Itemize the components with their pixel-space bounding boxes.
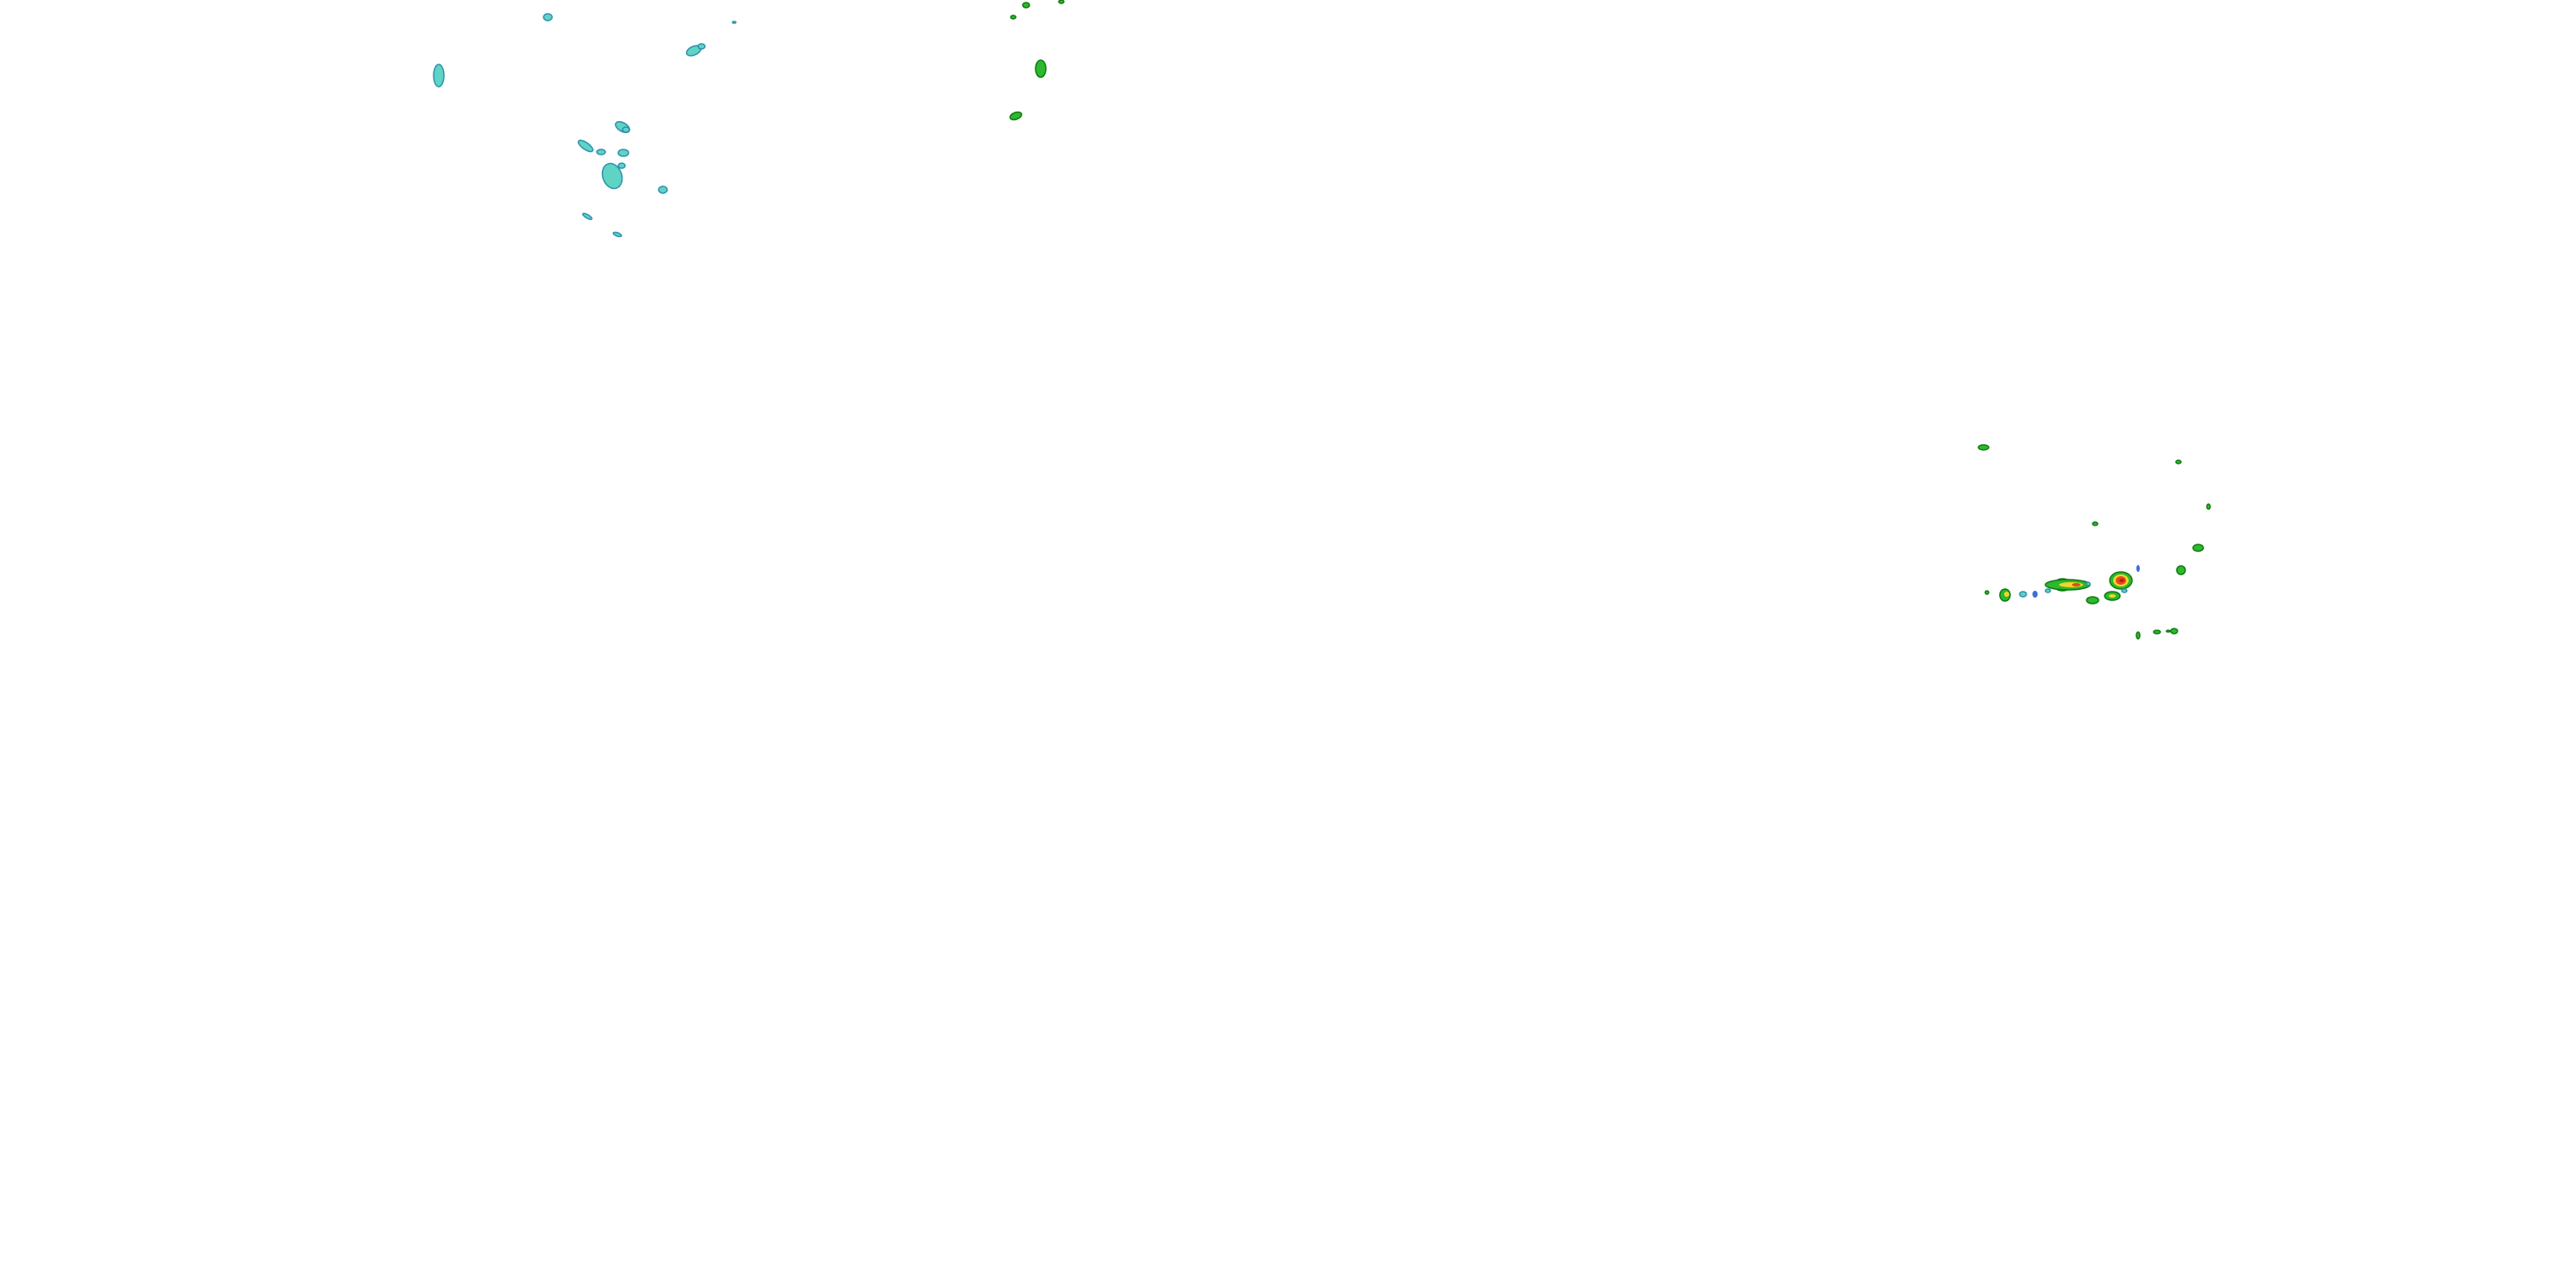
radar-echo — [622, 126, 630, 133]
radar-echo — [1010, 15, 1017, 20]
radar-echo — [2086, 581, 2091, 586]
radar-echo — [2092, 521, 2099, 526]
radar-echo — [732, 21, 737, 24]
radar-echo — [2044, 588, 2051, 593]
radar-echo — [1009, 111, 1023, 121]
radar-echo — [2206, 503, 2211, 510]
radar-echo — [1978, 444, 1990, 451]
radar-echo — [617, 162, 626, 169]
radar-echo — [577, 139, 594, 153]
echo-cluster-north-central — [1009, 0, 1065, 121]
radar-echo — [1022, 2, 1030, 9]
radar-echo — [433, 64, 445, 88]
radar-echo — [2109, 594, 2116, 598]
radar-echo — [2119, 579, 2124, 582]
echo-cluster-northwest — [433, 13, 737, 238]
radar-echo — [1984, 590, 1990, 595]
radar-echo — [2136, 631, 2141, 640]
radar-echo — [601, 162, 623, 190]
radar-echo — [1058, 0, 1065, 4]
radar-echo — [2153, 629, 2161, 635]
radar-echo — [2136, 565, 2140, 572]
radar-echo — [2086, 596, 2099, 605]
radar-echo — [2004, 592, 2009, 597]
radar-echo — [2175, 459, 2182, 465]
radar-echo — [2019, 591, 2027, 598]
radar-echo — [2176, 565, 2186, 575]
radar-echo — [543, 13, 553, 21]
radar-echo — [612, 231, 623, 238]
radar-echo — [617, 149, 629, 157]
radar-echo — [581, 212, 593, 221]
echo-cluster-east-band — [1978, 444, 2211, 640]
radar-echo — [697, 43, 706, 50]
radar-echo — [596, 149, 606, 155]
radar-echo — [2072, 583, 2081, 586]
radar-echo — [2121, 588, 2128, 593]
radar-echo — [2170, 628, 2178, 635]
radar-echo — [1035, 59, 1047, 78]
radar-echo — [2192, 544, 2204, 552]
radar-echo — [658, 185, 668, 194]
radar-echo — [2166, 629, 2171, 633]
radar-echo — [2032, 591, 2038, 598]
radar-echo — [615, 121, 630, 133]
